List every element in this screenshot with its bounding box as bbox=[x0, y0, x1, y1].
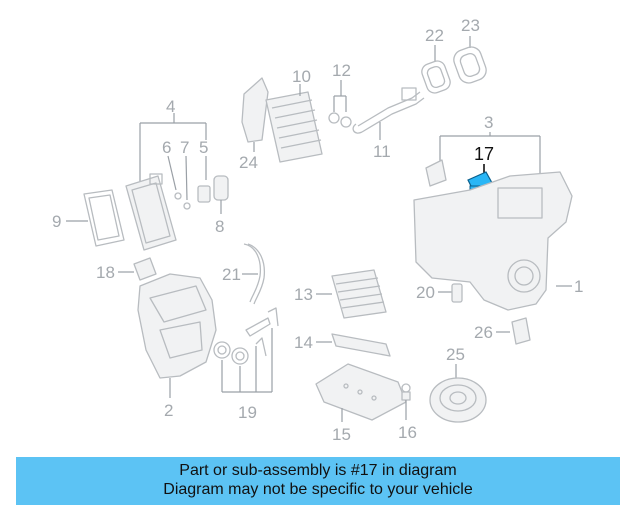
banner-line-part: Part or sub-assembly is #17 in diagram bbox=[179, 462, 457, 479]
callout-1: 1 bbox=[574, 277, 583, 296]
part-18-clip bbox=[118, 257, 157, 281]
callout-11: 11 bbox=[373, 142, 391, 161]
part-6-7-5-leads bbox=[167, 155, 207, 201]
callout-15: 15 bbox=[332, 425, 351, 444]
part-11-pipes bbox=[352, 87, 425, 140]
part-19-group bbox=[213, 307, 279, 393]
part-10-heater-core bbox=[265, 84, 323, 163]
part-13-cabin-filter bbox=[316, 269, 387, 319]
callout-6: 6 bbox=[162, 138, 171, 157]
callout-4: 4 bbox=[166, 97, 175, 116]
part-2-housing bbox=[137, 273, 217, 398]
callout-12: 12 bbox=[332, 61, 351, 80]
callout-20: 20 bbox=[416, 283, 435, 302]
part-23-gasket bbox=[453, 36, 487, 84]
callout-8: 8 bbox=[215, 217, 224, 236]
callout-18: 18 bbox=[96, 263, 115, 282]
callout-13: 13 bbox=[294, 285, 313, 304]
part-21-hose bbox=[242, 243, 266, 305]
callout-16: 16 bbox=[398, 423, 417, 442]
part-8 bbox=[213, 175, 229, 214]
callout-10: 10 bbox=[292, 67, 311, 86]
part-25-blower-motor bbox=[429, 364, 487, 423]
part-14-seal bbox=[316, 333, 391, 357]
callout-25: 25 bbox=[446, 345, 465, 364]
callout-9: 9 bbox=[52, 212, 61, 231]
part-15-tray bbox=[315, 363, 407, 422]
callout-19: 19 bbox=[238, 403, 257, 422]
callout-17: 17 bbox=[474, 144, 494, 164]
part-1-housing bbox=[413, 171, 573, 311]
callout-24: 24 bbox=[239, 153, 258, 172]
callout-23: 23 bbox=[461, 16, 480, 35]
part-12-orings bbox=[328, 80, 352, 128]
callout-2: 2 bbox=[164, 401, 173, 420]
part-26-resistor bbox=[496, 317, 531, 345]
parts-diagram: 4 6 7 5 9 8 24 bbox=[52, 16, 583, 444]
part-4-core bbox=[125, 173, 177, 251]
callout-22: 22 bbox=[425, 26, 444, 45]
part-20-sensor bbox=[438, 283, 463, 303]
part-6-7-small bbox=[174, 185, 211, 210]
part-24-sensor bbox=[241, 77, 269, 152]
part-3-left-actuator bbox=[425, 159, 447, 187]
part-4-bracket bbox=[139, 113, 207, 182]
callout-3: 3 bbox=[484, 113, 493, 132]
banner-line-disclaimer: Diagram may not be specific to your vehi… bbox=[163, 481, 473, 498]
part-9-filter-frame bbox=[83, 189, 125, 247]
part-22-gasket bbox=[421, 45, 451, 94]
callout-7: 7 bbox=[180, 138, 189, 157]
info-banner: Part or sub-assembly is #17 in diagram D… bbox=[16, 457, 620, 505]
part-16-clip bbox=[401, 383, 411, 420]
callout-5: 5 bbox=[199, 138, 208, 157]
callout-14: 14 bbox=[294, 333, 313, 352]
callout-26: 26 bbox=[474, 323, 493, 342]
callout-21: 21 bbox=[222, 265, 241, 284]
